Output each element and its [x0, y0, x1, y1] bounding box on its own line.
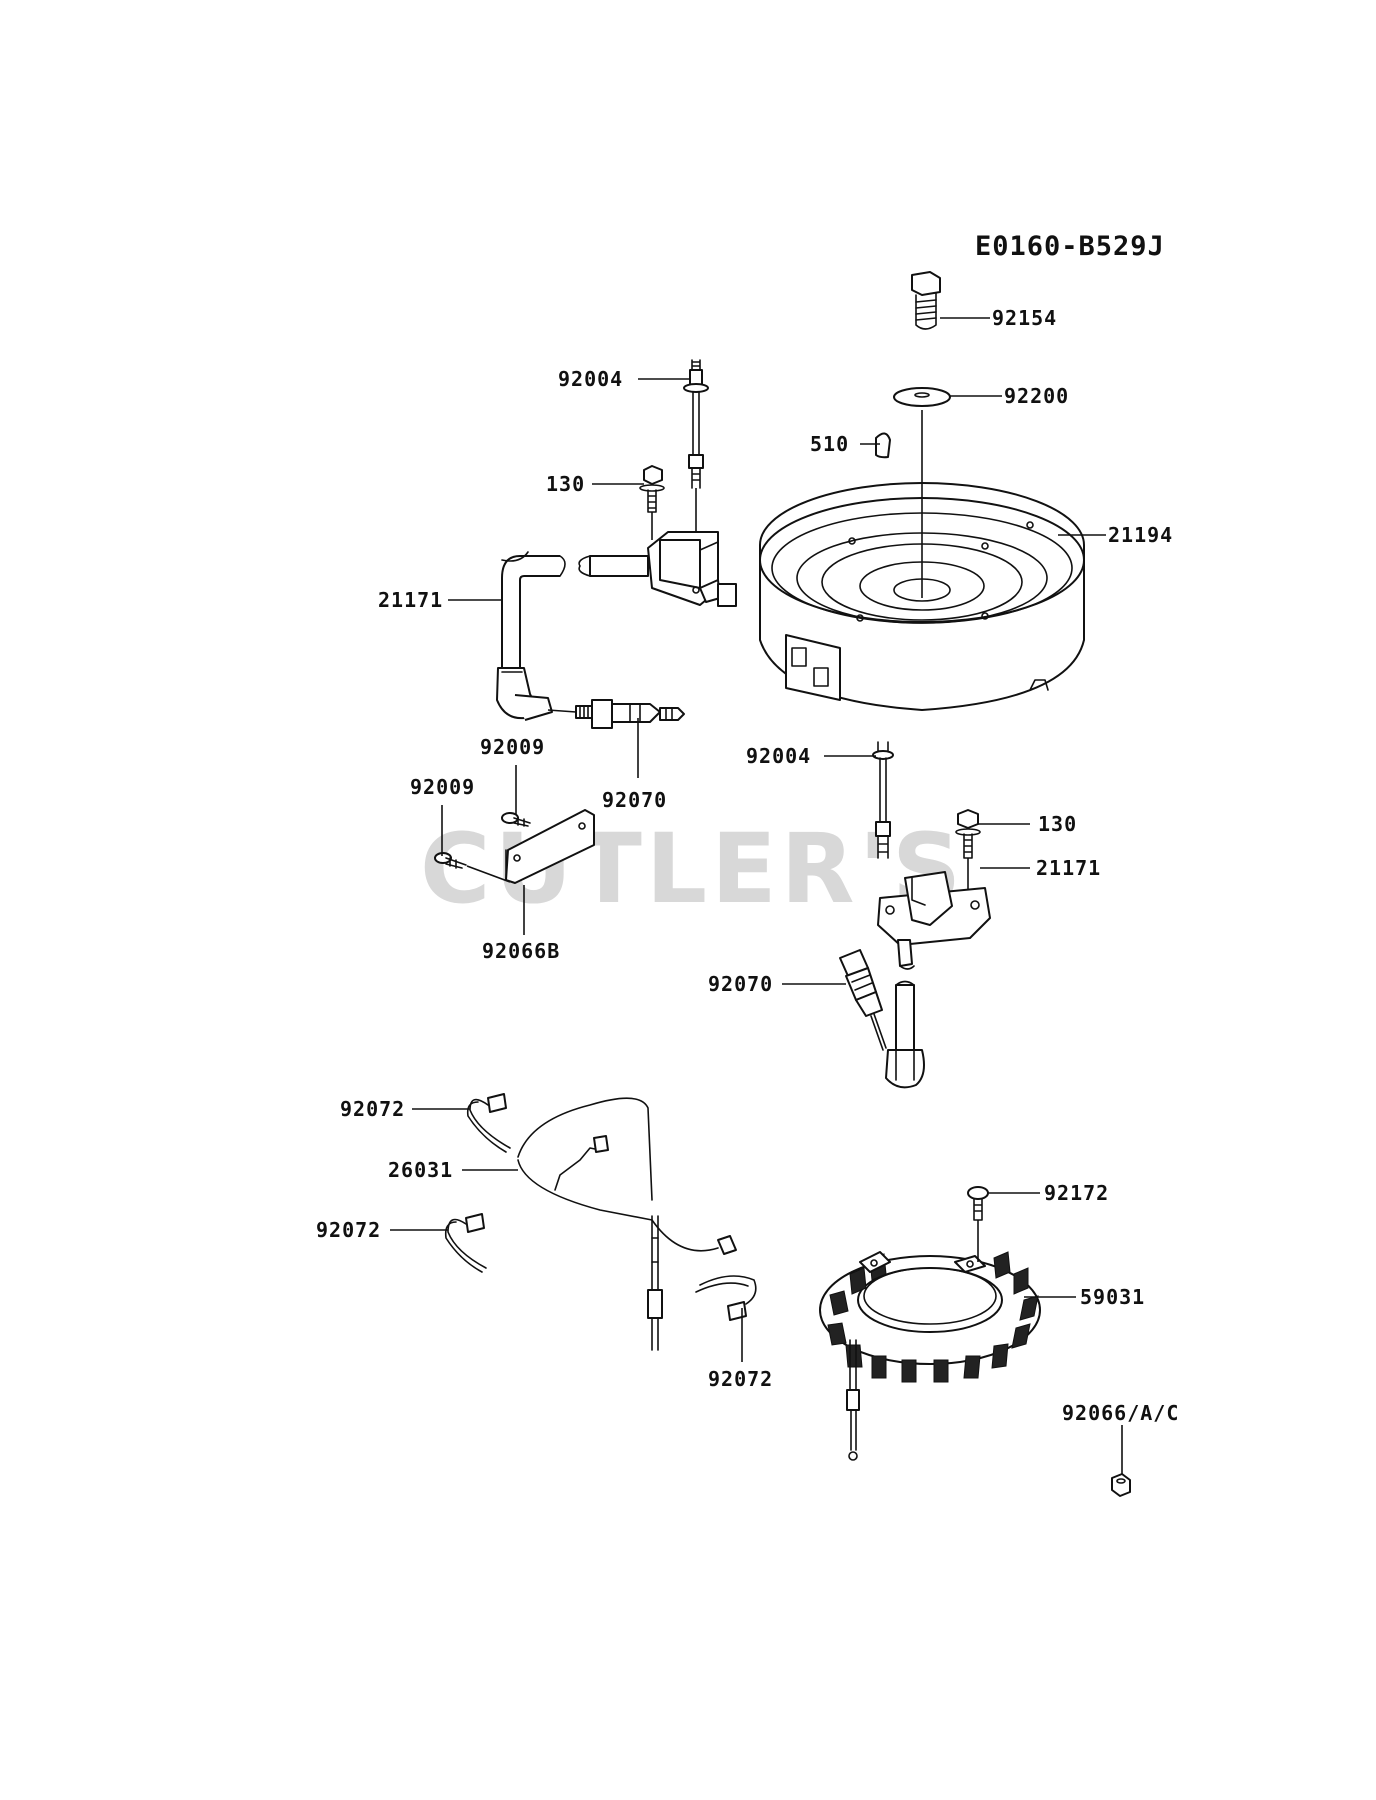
- diagram-code: E0160-B529J: [975, 231, 1165, 262]
- callout-21171-lower: 21171: [1036, 856, 1101, 880]
- wire-harness-part: [517, 1097, 737, 1351]
- ignition-coil-upper-part: [496, 531, 737, 721]
- washer-part: [893, 387, 951, 407]
- callout-92009-left: 92009: [410, 775, 475, 799]
- callout-92009-right: 92009: [480, 735, 545, 759]
- callout-92066b: 92066B: [482, 939, 560, 963]
- callout-130-lower: 130: [1038, 812, 1077, 836]
- callout-92072-top: 92072: [340, 1097, 405, 1121]
- clamp-b-part: [444, 1213, 487, 1273]
- screw-a-part: [434, 852, 467, 869]
- callout-59031: 59031: [1080, 1285, 1145, 1309]
- callout-21194: 21194: [1108, 523, 1173, 547]
- callout-510: 510: [810, 432, 849, 456]
- callout-130-upper: 130: [546, 472, 585, 496]
- callout-92070-upper: 92070: [602, 788, 667, 812]
- callout-92066-a-c: 92066/A/C: [1062, 1401, 1179, 1425]
- callout-92200: 92200: [1004, 384, 1069, 408]
- callout-92072-bottom: 92072: [708, 1367, 773, 1391]
- clamp-a-part: [466, 1093, 511, 1153]
- ignition-coil-lower-part: [877, 871, 991, 1089]
- screw-92172-part: [967, 1186, 989, 1262]
- callout-92154: 92154: [992, 306, 1057, 330]
- bolt-upper-part: [639, 465, 665, 540]
- callout-92004-upper: 92004: [558, 367, 623, 391]
- callout-21171-upper: 21171: [378, 588, 443, 612]
- nut-part: [1111, 1473, 1131, 1497]
- callout-labels: 92154 92200 510 21194 92004 130 21171 92…: [316, 306, 1179, 1425]
- callout-26031: 26031: [388, 1158, 453, 1182]
- stud-bolt-upper-part: [683, 359, 709, 532]
- callout-92070-lower: 92070: [708, 972, 773, 996]
- screw-b-part: [501, 812, 531, 827]
- spark-plug-lower-part: [839, 949, 887, 1051]
- clamp-c-part: [695, 1275, 757, 1321]
- spark-plug-upper-part: [547, 699, 685, 729]
- callout-92072-left: 92072: [316, 1218, 381, 1242]
- flywheel-bolt-part: [911, 271, 941, 330]
- callout-92172: 92172: [1044, 1181, 1109, 1205]
- leader-lines: [390, 317, 1123, 1474]
- callout-92004-lower: 92004: [746, 744, 811, 768]
- stud-bolt-lower-part: [872, 741, 894, 859]
- key-part: [875, 432, 891, 459]
- stator-part: [819, 1251, 1041, 1461]
